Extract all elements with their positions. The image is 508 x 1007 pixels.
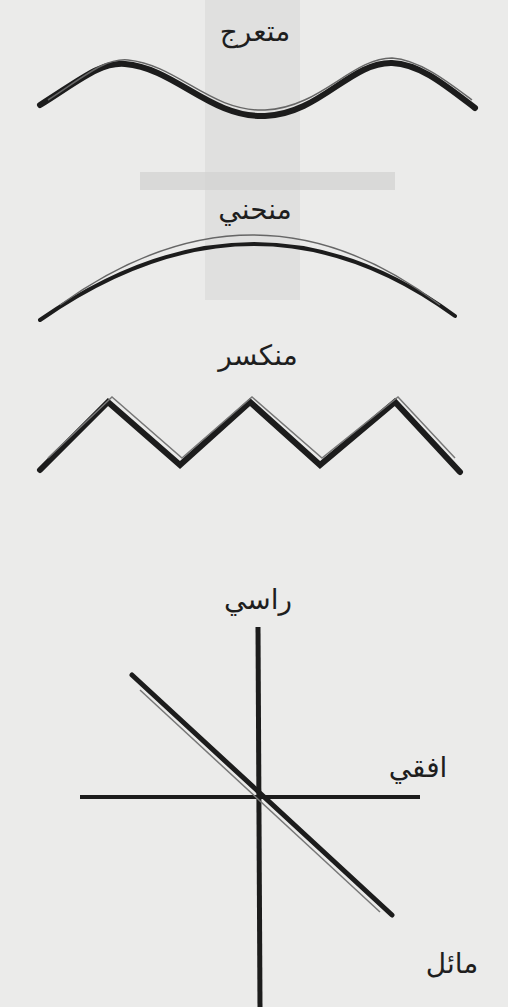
paper-shading [140,172,395,190]
wavy-line [40,63,475,116]
oblique-line [132,675,392,915]
curved-line-sketch [60,235,440,305]
broken-line-sketch [48,397,455,458]
line-type-label: منحني [218,193,291,227]
horizontal-line [80,795,420,799]
vertical-line [258,627,260,1007]
broken-line [40,402,460,472]
line-type-label: افقي [389,751,448,785]
wavy-line-sketch [48,58,472,110]
paper-shading [205,0,300,300]
curved-line [40,244,455,320]
line-type-label: متعرج [220,15,290,49]
line-type-label: منكسر [218,339,297,373]
line-type-label: راسي [224,583,292,617]
oblique-line-sketch [140,690,380,912]
line-type-label: مائل [426,947,479,981]
